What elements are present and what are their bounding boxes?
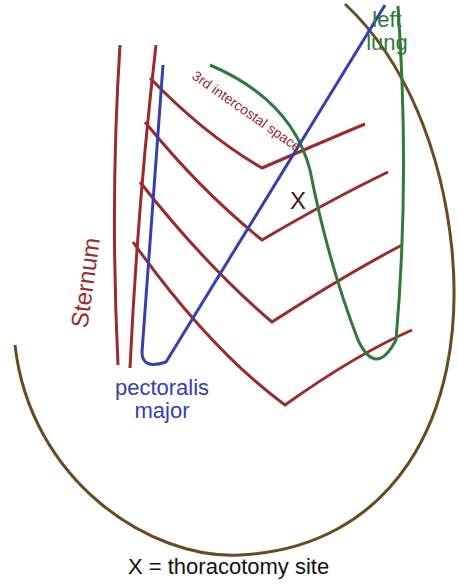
sternum-label: Sternum [67,236,105,329]
pectoralis-label: pectoralis major [92,376,232,422]
intercostal-label: 3rd intercostal space [189,68,303,154]
lung-outline [210,6,404,359]
lung-label: left lung [352,8,422,54]
caption: X = thoracotomy site [128,555,329,578]
chest-outline [15,4,454,555]
thoracotomy-mark: X [290,188,306,213]
rib [145,122,388,240]
pectoralis-outline [142,5,385,364]
sternum-edge [114,45,120,365]
